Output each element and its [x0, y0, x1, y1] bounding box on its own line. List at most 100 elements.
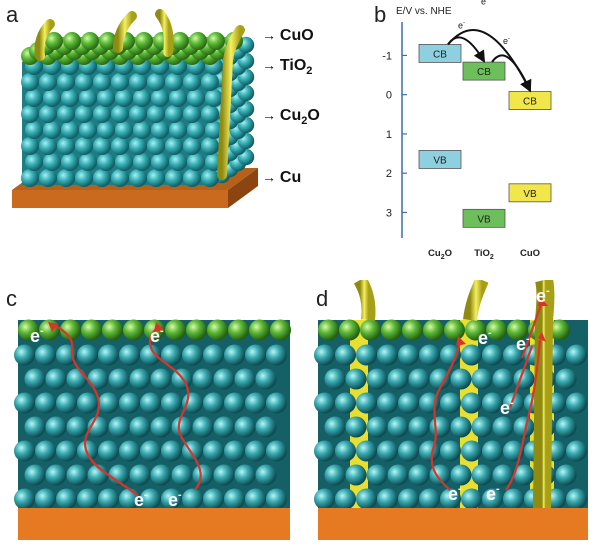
cu2o-sphere	[566, 489, 587, 510]
cu2o-sphere	[14, 489, 35, 510]
cu2o-sphere	[314, 489, 335, 510]
cu2o-sphere	[182, 489, 203, 510]
material-labels: Cu2OTiO2CuO	[428, 248, 540, 261]
cube-illustration: → CuO → TiO2 → Cu2O → Cu	[0, 0, 360, 265]
cu2o-sphere	[377, 345, 398, 366]
cu2o-sphere	[224, 489, 245, 510]
electron-label: e-	[458, 20, 465, 30]
cu2o-sphere	[129, 169, 147, 187]
cu2o-sphere	[472, 417, 493, 438]
cu2o-sphere	[57, 137, 75, 155]
layer-label-cuo: → CuO	[262, 27, 314, 44]
cu2o-sphere	[25, 417, 46, 438]
cu2o-sphere	[39, 137, 57, 155]
cu2o-sphere	[77, 393, 98, 414]
cu2o-sphere	[147, 137, 165, 155]
cu2o-sphere	[61, 121, 79, 139]
cu2o-sphere	[169, 89, 187, 107]
cu2o-sphere	[245, 489, 266, 510]
tick-label: 0	[386, 90, 392, 102]
cu2o-sphere	[187, 89, 205, 107]
cu2o-sphere	[325, 417, 346, 438]
cu2o-sphere	[165, 137, 183, 155]
cu2o-sphere	[79, 121, 97, 139]
cu2o-sphere	[482, 441, 503, 462]
tio2-sphere	[249, 320, 270, 341]
cu2o-sphere	[140, 441, 161, 462]
cu2o-sphere	[335, 441, 356, 462]
cu2o-sphere	[21, 105, 39, 123]
panel-d: d e- e- e- e- e- e-	[310, 280, 600, 550]
cu2o-sphere	[75, 169, 93, 187]
cu2o-sphere	[119, 393, 140, 414]
cu2o-sphere	[388, 465, 409, 486]
cu2o-sphere	[43, 121, 61, 139]
cu2o-sphere	[115, 89, 133, 107]
cu2o-sphere	[130, 369, 151, 390]
cu2o-sphere	[472, 465, 493, 486]
cu2o-sphere	[133, 153, 151, 171]
cu2o-sphere	[245, 441, 266, 462]
cu2o-sphere	[46, 465, 67, 486]
cu2o-sphere	[461, 441, 482, 462]
tio2-sphere	[102, 320, 123, 341]
cu2o-sphere	[43, 153, 61, 171]
cuo-nanowire	[542, 280, 546, 510]
cu2o-sphere	[566, 345, 587, 366]
layer-label-tio2: → TiO2	[262, 57, 312, 77]
cu2o-sphere	[266, 345, 287, 366]
cu2o-sphere	[56, 393, 77, 414]
tio2-sphere	[402, 320, 423, 341]
cu2o-sphere	[172, 465, 193, 486]
cu2o-sphere	[98, 489, 119, 510]
cu2o-sphere	[398, 345, 419, 366]
cu2o-sphere	[183, 169, 201, 187]
cu2o-sphere	[556, 465, 577, 486]
cu2o-sphere	[119, 345, 140, 366]
cu2o-sphere	[21, 137, 39, 155]
cu2o-sphere	[93, 73, 111, 91]
cu2o-sphere	[398, 393, 419, 414]
cu2o-sphere	[266, 393, 287, 414]
axis-ticks: -10123	[382, 50, 407, 219]
cu2o-sphere	[440, 393, 461, 414]
cu2o-sphere	[325, 369, 346, 390]
cu2o-sphere	[98, 441, 119, 462]
cu2o-sphere	[409, 417, 430, 438]
cu2o-sphere	[461, 393, 482, 414]
material-label: CuO	[520, 248, 540, 259]
cu-base-front	[12, 190, 228, 208]
cu2o-sphere	[187, 153, 205, 171]
tio2-sphere	[270, 320, 291, 341]
cu2o-sphere	[151, 465, 172, 486]
cu2o-sphere	[314, 393, 335, 414]
cu2o-sphere	[377, 489, 398, 510]
tio2-sphere	[123, 320, 144, 341]
panel-a: a	[0, 0, 360, 265]
cu2o-sphere	[335, 489, 356, 510]
panel-letter-a: a	[6, 2, 18, 28]
cu2o-sphere	[67, 369, 88, 390]
cu2o-sphere	[451, 369, 472, 390]
cu2o-sphere	[35, 441, 56, 462]
cu2o-sphere	[77, 489, 98, 510]
cuo-nanowire	[470, 280, 482, 320]
cu2o-sphere	[203, 393, 224, 414]
cu2o-sphere	[183, 137, 201, 155]
cu2o-sphere	[172, 417, 193, 438]
cu2o-sphere	[203, 441, 224, 462]
cu2o-sphere	[266, 441, 287, 462]
tio2-sphere	[81, 320, 102, 341]
cu2o-sphere	[151, 89, 169, 107]
cu2o-sphere	[151, 369, 172, 390]
cu2o-sphere	[129, 105, 147, 123]
tio2-sphere	[228, 320, 249, 341]
cu2o-sphere	[409, 465, 430, 486]
cu2o-sphere	[183, 73, 201, 91]
cu2o-sphere	[130, 465, 151, 486]
panel-c: c e- e- e- e-	[0, 280, 300, 550]
cu2o-sphere	[75, 137, 93, 155]
tio2-sphere	[360, 320, 381, 341]
cu2o-sphere	[147, 73, 165, 91]
cu2o-sphere	[79, 153, 97, 171]
